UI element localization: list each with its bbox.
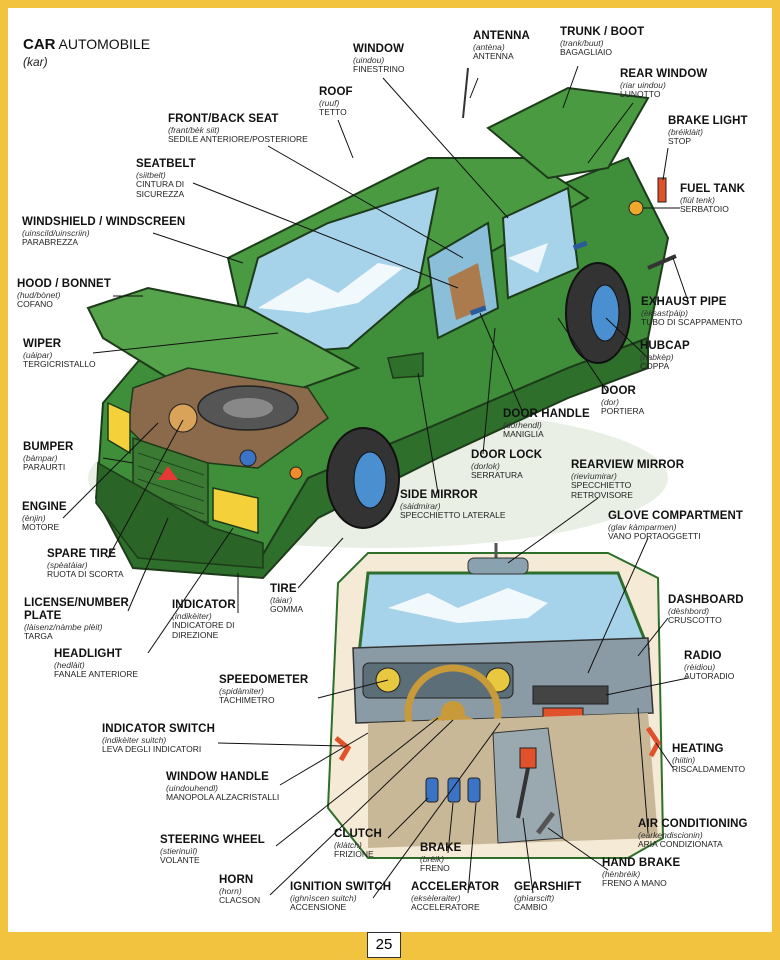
label-steering-wheel: STEERING WHEEL(stierinuìl)VOLANTE bbox=[160, 834, 265, 866]
title-pronunciation: (kar) bbox=[23, 55, 48, 69]
label-antenna: ANTENNA(antèna)ANTENNA bbox=[473, 30, 530, 62]
label-spare-tire: SPARE TIRE(spèatàiar)RUOTA DI SCORTA bbox=[47, 548, 124, 580]
label-radio: RADIO(rèidiou)AUTORADIO bbox=[684, 650, 735, 682]
label-door: DOOR(dor)PORTIERA bbox=[601, 385, 645, 417]
label-brake: BRAKE(brèik)FRENO bbox=[420, 842, 462, 874]
label-rear-window: REAR WINDOW(riar uindou)LUNOTTO bbox=[620, 68, 708, 100]
label-windshield: WINDSHIELD / WINDSCREEN(uinscild/uinscri… bbox=[22, 216, 186, 248]
car-illustration bbox=[62, 65, 689, 899]
label-accelerator: ACCELERATOR(eksèleraiter)ACCELERATORE bbox=[411, 881, 500, 913]
label-trunk: TRUNK / BOOT(trank/buut)BAGAGLIAIO bbox=[560, 26, 645, 58]
label-bumper: BUMPER(bàmpar)PARAURTI bbox=[23, 441, 74, 473]
leader-lines bbox=[62, 65, 689, 899]
label-window: WINDOW(uindou)FINESTRINO bbox=[353, 43, 405, 75]
title-sub: AUTOMOBILE bbox=[58, 36, 151, 52]
label-air-conditioning: AIR CONDITIONING(earkendiscionin)ARIA CO… bbox=[638, 818, 748, 850]
label-door-handle: DOOR HANDLE(dórhendl)MANIGLIA bbox=[503, 408, 590, 440]
label-exhaust-pipe: EXHAUST PIPE(èksasťpàip)TUBO DI SCAPPAME… bbox=[641, 296, 743, 328]
label-hubcap: HUBCAP(habkèp)COPPA bbox=[640, 340, 690, 372]
label-indicator-switch: INDICATOR SWITCH(indikèiter suitch)LEVA … bbox=[102, 723, 215, 755]
label-speedometer: SPEEDOMETER(spidàmiter)TACHIMETRO bbox=[219, 674, 309, 706]
label-door-lock: DOOR LOCK(dorlok)SERRATURA bbox=[471, 449, 543, 481]
label-hood: HOOD / BONNET(hud/bònet)COFANO bbox=[17, 278, 111, 310]
label-dashboard: DASHBOARD(dèshbord)CRUSCOTTO bbox=[668, 594, 744, 626]
label-fuel-tank: FUEL TANK(fiùl tenk)SERBATOIO bbox=[680, 183, 745, 215]
label-headlight: HEADLIGHT(hedlàit)FANALE ANTERIORE bbox=[54, 648, 139, 680]
label-horn: HORN(horn)CLACSON bbox=[219, 874, 261, 906]
label-roof: ROOF(ruuf)TETTO bbox=[319, 86, 353, 118]
label-side-mirror: SIDE MIRROR(sàidmirar)SPECCHIETTO LATERA… bbox=[400, 489, 506, 521]
label-glove-compartment: GLOVE COMPARTMENT(glav kàmparmen)VANO PO… bbox=[608, 510, 744, 542]
label-heating: HEATING(hiitin)RISCALDAMENTO bbox=[672, 743, 746, 775]
page-number: 25 bbox=[367, 932, 401, 958]
label-clutch: CLUTCH(klàtch)FRIZIONE bbox=[334, 828, 382, 860]
label-ignition-switch: IGNITION SWITCH(ighnìscen suitch)ACCENSI… bbox=[290, 881, 392, 913]
label-hand-brake: HAND BRAKE(hènbrèik)FRENO A MANO bbox=[602, 857, 681, 889]
label-tire: TIRE(tàiar)GOMMA bbox=[270, 583, 304, 615]
label-gearshift: GEARSHIFT(ghìarscift)CAMBIO bbox=[514, 881, 582, 913]
label-wiper: WIPER(uàipar)TERGICRISTALLO bbox=[23, 338, 96, 370]
label-brake-light: BRAKE LIGHT(bréiklàit)STOP bbox=[668, 115, 748, 147]
label-engine: ENGINE(ènjin)MOTORE bbox=[22, 501, 67, 533]
car-exterior-drawing bbox=[86, 67, 677, 580]
car-interior-drawing bbox=[326, 543, 665, 859]
title-main: CAR bbox=[23, 36, 56, 53]
label-window-handle: WINDOW HANDLE(uindouhendl)MANOPOLA ALZAC… bbox=[166, 771, 280, 803]
label-front-back-seat: FRONT/BACK SEAT(frant/bèk siit)SEDILE AN… bbox=[168, 113, 308, 145]
